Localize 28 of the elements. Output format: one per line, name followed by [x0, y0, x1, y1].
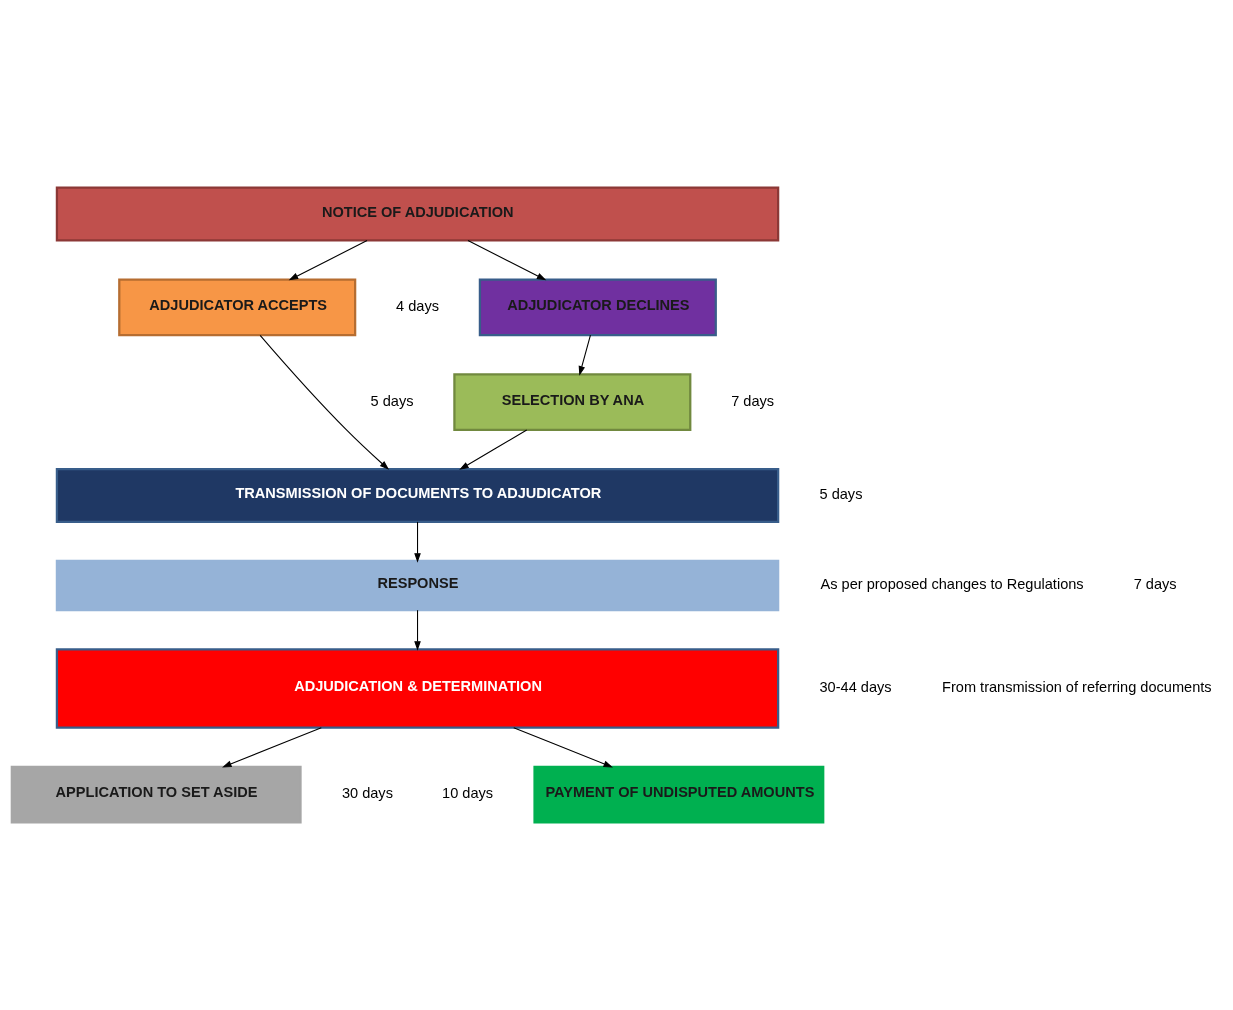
node-label: As per proposed changes to Regulations — [820, 576, 1084, 593]
arrow — [222, 727, 322, 768]
node-box: ADJUDICATION & DETERMINATION — [55, 648, 780, 729]
node-box: APPLICATION TO SET ASIDE — [10, 765, 302, 824]
arrow — [578, 334, 591, 376]
node-box: NOTICE OF ADJUDICATION — [55, 186, 780, 242]
node-box: RESPONSE — [55, 559, 780, 612]
arrow — [259, 334, 390, 470]
node-label: 10 days — [442, 785, 494, 802]
arrow — [459, 429, 528, 470]
arrow — [288, 240, 368, 281]
node-box: ADJUDICATOR DECLINES — [478, 278, 717, 337]
node-label: 30-44 days — [819, 678, 892, 695]
label: 5 days — [819, 485, 863, 502]
arrow — [414, 609, 421, 651]
node-label: From transmission of referring documents — [942, 678, 1212, 695]
label: 7 days — [1133, 576, 1177, 593]
node-box: ADJUDICATOR ACCEPTS — [118, 278, 357, 337]
label: 5 days — [370, 392, 414, 409]
node-box: SELECTION BY ANA — [453, 373, 692, 431]
arrow — [414, 521, 421, 563]
node-box: TRANSMISSION OF DOCUMENTS TO ADJUDICATOR — [55, 467, 780, 523]
node-label: 30 days — [341, 785, 393, 802]
arrow — [513, 727, 613, 768]
arrow — [467, 240, 547, 281]
label: 7 days — [731, 392, 775, 409]
label: 4 days — [396, 297, 439, 314]
node-box: PAYMENT OF UNDISPUTED AMOUNTS — [533, 765, 825, 824]
